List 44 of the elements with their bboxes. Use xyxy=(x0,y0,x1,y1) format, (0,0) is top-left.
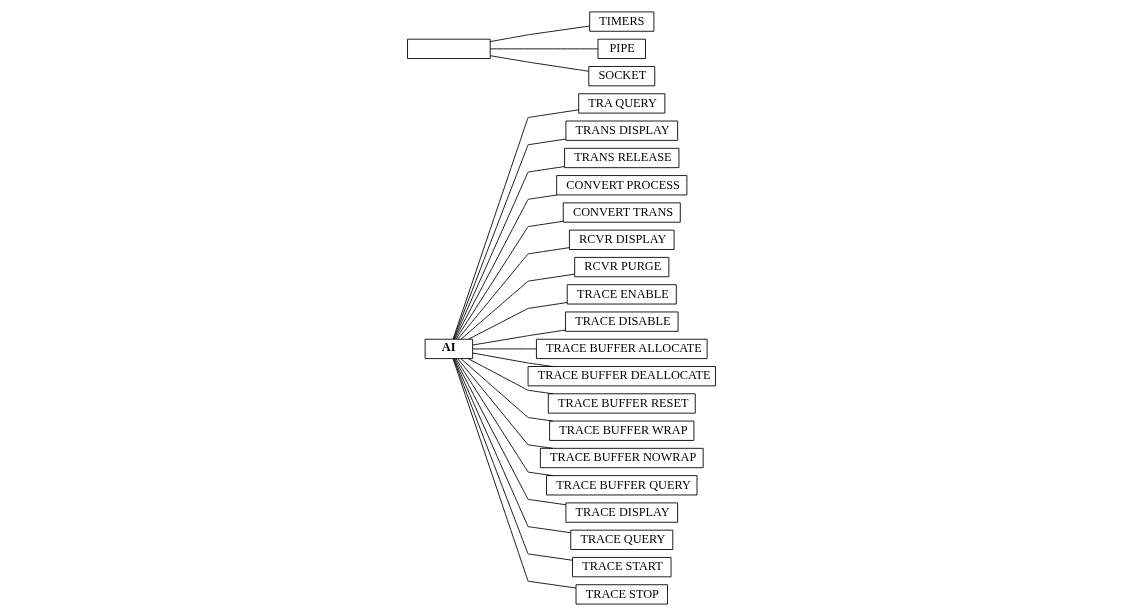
connector xyxy=(453,358,571,534)
node-box: SOCKET xyxy=(587,66,655,87)
connector xyxy=(453,358,566,506)
connector xyxy=(471,352,553,367)
connector xyxy=(455,358,553,477)
connector xyxy=(453,194,557,340)
node-box xyxy=(406,38,491,59)
node-box: TRACE BUFFER ALLOCATE xyxy=(535,338,708,360)
connector xyxy=(460,273,575,340)
connector xyxy=(455,220,564,340)
node-box: TRACE BUFFER RESET xyxy=(547,393,696,414)
node-box: TRANS RELEASE xyxy=(563,147,679,169)
node-box: TRANS DISPLAY xyxy=(564,120,678,141)
connector xyxy=(456,358,553,449)
connector xyxy=(460,358,553,422)
connector xyxy=(453,166,565,340)
connector xyxy=(489,25,590,43)
node-box: TRACE BUFFER DEALLOCATE xyxy=(527,366,716,387)
node-box: TRA QUERY xyxy=(577,93,665,114)
connector xyxy=(471,329,566,346)
node-box: AI xyxy=(424,338,473,360)
node-box: CONVERT PROCESS xyxy=(555,175,687,196)
node-box: PIPE xyxy=(597,38,646,59)
node-box: TRACE STOP xyxy=(575,584,668,605)
connector xyxy=(467,302,568,340)
node-box: TRACE START xyxy=(571,557,671,578)
node-box: RCVR PURGE xyxy=(573,256,669,278)
node-box: TRACE QUERY xyxy=(569,529,673,550)
connector xyxy=(456,247,570,340)
connector xyxy=(489,48,598,50)
node-box: RCVR DISPLAY xyxy=(568,229,675,250)
connector xyxy=(471,348,537,350)
node-box: TRACE DISABLE xyxy=(564,311,679,332)
node-box: TRACE BUFFER NOWRAP xyxy=(539,447,704,469)
connector xyxy=(467,358,553,395)
node-box: TRACE BUFFER WRAP xyxy=(548,420,694,441)
node-box: TRACE DISPLAY xyxy=(564,502,678,523)
connector xyxy=(452,138,566,340)
node-box: CONVERT TRANS xyxy=(562,202,681,223)
connector xyxy=(489,55,589,72)
connector xyxy=(452,109,579,340)
node-box: TRACE BUFFER QUERY xyxy=(545,475,697,496)
node-box: TRACE ENABLE xyxy=(566,284,677,305)
node-box: TIMERS xyxy=(588,11,654,32)
